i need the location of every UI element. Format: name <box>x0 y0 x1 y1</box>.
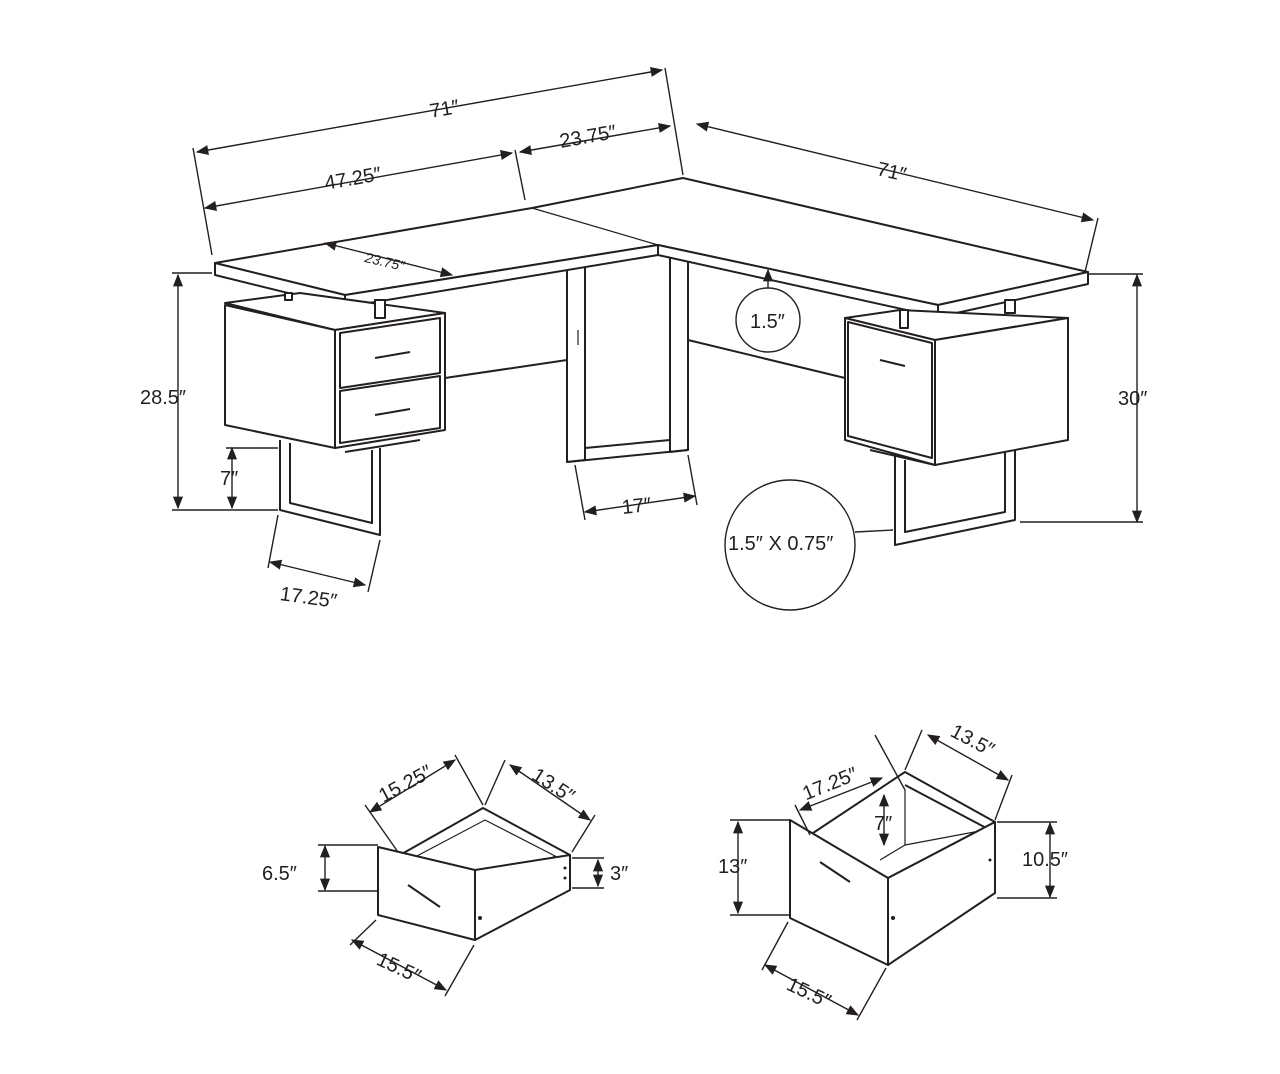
label-small-drawer-depth: 15.25″ <box>375 761 436 807</box>
label-small-drawer-front-width: 15.5″ <box>373 949 424 988</box>
label-left-height: 28.5″ <box>140 387 186 409</box>
label-file-drawer-front-width: 15.5″ <box>783 974 834 1013</box>
label-file-drawer-side-height: 10.5″ <box>1022 849 1068 871</box>
label-leg-tube-size: 1.5″ X 0.75″ <box>728 533 833 555</box>
label-left-leg-depth: 17.25″ <box>279 583 339 613</box>
label-total-width-left: 71″ <box>428 96 461 123</box>
label-right-height: 30″ <box>1118 388 1147 410</box>
center-leg <box>566 251 689 463</box>
label-small-drawer-front-height: 6.5″ <box>262 863 297 885</box>
small-drawer-dimension-lines <box>318 754 604 997</box>
label-file-drawer-inner-width: 13.5″ <box>947 720 998 761</box>
small-drawer-drawing <box>377 807 571 941</box>
label-file-drawer-front-height: 13″ <box>718 856 747 878</box>
label-file-drawer-inner-height: 7″ <box>874 813 892 835</box>
label-total-width-right: 71″ <box>875 158 909 186</box>
label-top-thickness: 1.5″ <box>750 311 785 333</box>
label-corner-depth: 23.75″ <box>558 121 618 153</box>
label-leg-clearance: 7″ <box>220 468 238 490</box>
label-small-drawer-inner-width: 13.5″ <box>528 764 579 808</box>
file-drawer-drawing <box>789 771 996 966</box>
desk-drawing <box>214 177 1089 546</box>
label-center-leg-depth: 17″ <box>621 494 652 519</box>
right-file-cabinet <box>844 299 1069 466</box>
desk-top <box>214 177 1089 318</box>
left-drawer-cabinet <box>224 292 446 449</box>
label-left-return-width: 47.25″ <box>323 163 383 195</box>
top-thickness-callout-circle <box>735 287 801 353</box>
desk-dimension-lines <box>172 67 1143 611</box>
file-drawer-dimension-lines <box>730 729 1057 1021</box>
label-small-drawer-side-height: 3″ <box>610 863 628 885</box>
leg-tube-callout-circle <box>724 479 856 611</box>
